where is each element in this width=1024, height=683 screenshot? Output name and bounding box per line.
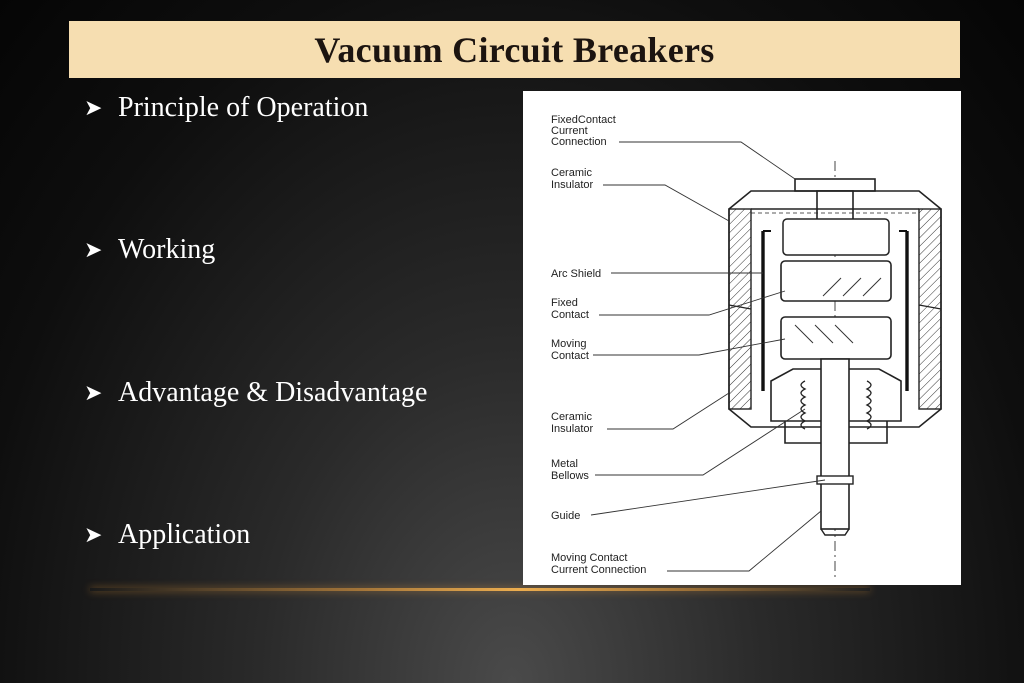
label-ceramic-insulator-bottom-2: Insulator: [551, 423, 594, 435]
bullet-item: ➤ Application: [84, 519, 250, 551]
label-fixed-contact-current-connection-2: Current: [551, 125, 588, 137]
label-moving-contact-current-connection-1: Moving Contact: [551, 552, 627, 564]
label-moving-contact-1: Moving: [551, 338, 586, 350]
bullet-text: Principle of Operation: [118, 92, 369, 123]
bullet-item: ➤ Working: [84, 234, 215, 266]
label-metal-bellows-2: Bellows: [551, 470, 589, 482]
bullet-text: Working: [118, 234, 216, 265]
label-ceramic-insulator-top-2: Insulator: [551, 179, 594, 191]
label-fixed-contact-1: Fixed: [551, 297, 578, 309]
fixed-stem: [816, 190, 854, 224]
fixed-contact: [780, 260, 892, 302]
arrow-bullet-icon: ➤: [84, 380, 103, 406]
bullet-text: Application: [118, 519, 251, 550]
metal-bellows: [800, 380, 872, 430]
slide-title: Vacuum Circuit Breakers: [314, 29, 715, 70]
label-moving-contact-current-connection-2: Current Connection: [551, 564, 646, 576]
title-bar: Vacuum Circuit Breakers: [69, 21, 960, 78]
label-ceramic-insulator-top-1: Ceramic: [551, 167, 592, 179]
bullet-item: ➤ Advantage & Disadvantage: [84, 377, 427, 409]
arrow-bullet-icon: ➤: [84, 237, 103, 263]
label-ceramic-insulator-bottom-1: Ceramic: [551, 411, 592, 423]
moving-stem: [820, 358, 850, 530]
label-arc-shield: Arc Shield: [551, 268, 601, 280]
arrow-bullet-icon: ➤: [84, 95, 103, 121]
decorative-glow-line: [90, 588, 870, 591]
label-guide: Guide: [551, 510, 580, 522]
bullet-item: ➤ Principle of Operation: [84, 92, 368, 124]
top-terminal: [794, 178, 876, 192]
guide: [816, 475, 854, 485]
label-moving-contact-2: Contact: [551, 350, 589, 362]
label-fixed-contact-2: Contact: [551, 309, 589, 321]
moving-contact: [780, 316, 892, 360]
label-fixed-contact-current-connection-1: FixedContact: [551, 114, 616, 126]
arrow-bullet-icon: ➤: [84, 522, 103, 548]
label-metal-bellows-1: Metal: [551, 458, 578, 470]
label-fixed-contact-current-connection-3: Connection: [551, 136, 607, 148]
diagram-svg: FixedContact Current Connection Ceramic …: [551, 114, 942, 581]
bullet-text: Advantage & Disadvantage: [118, 377, 428, 408]
vacuum-interrupter-diagram: FixedContact Current Connection Ceramic …: [523, 91, 961, 585]
